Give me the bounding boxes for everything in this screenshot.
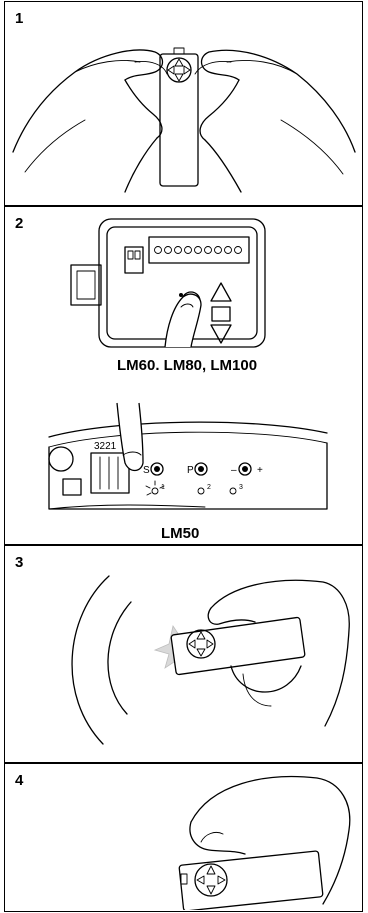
remote-button-press-illustration [5,764,361,910]
control-unit-illustration: 3221 S P – + 1 2 3 [5,207,361,543]
model-caption-lm50: LM50 [161,525,199,542]
step-2-panel: 2 [4,206,363,545]
step-4-panel: 4 [4,763,363,912]
button-label-p: P [187,465,194,476]
hands-holding-remote-illustration [5,2,361,204]
led-label-2: 2 [207,484,211,491]
button-label-s: S [143,465,150,476]
button-label-plus: + [257,465,263,476]
led-label-3: 3 [239,484,243,491]
terminal-labels: 3221 [94,441,117,452]
step-1-panel: 1 [4,1,363,206]
remote-transmitting-illustration [5,546,361,761]
step-3-panel: 3 [4,545,363,763]
button-label-minus: – [231,465,237,476]
model-caption-lm60-lm80-lm100: LM60. LM80, LM100 [117,357,257,374]
